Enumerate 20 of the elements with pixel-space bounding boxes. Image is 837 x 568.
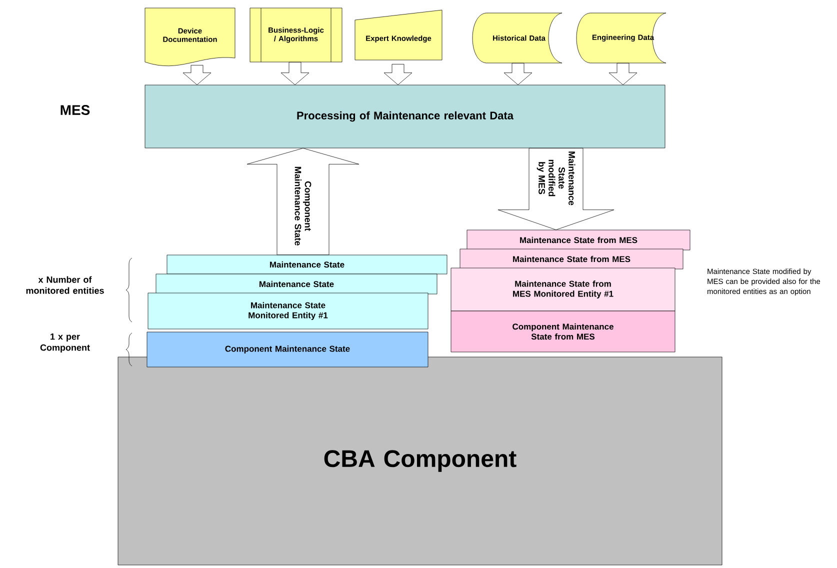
heading: MES bbox=[60, 105, 90, 115]
component-box: CBA Component bbox=[118, 356, 722, 566]
edge-label: Maintenance State modified by MES bbox=[536, 150, 576, 206]
block-arrow bbox=[280, 62, 310, 85]
state-box: Maintenance State from MES bbox=[460, 248, 684, 270]
block-arrow bbox=[504, 63, 532, 85]
annotation: 1 x per Component bbox=[40, 333, 90, 353]
state-box: Maintenance State from MES bbox=[466, 230, 690, 250]
state-box: Component Maintenance State bbox=[146, 332, 428, 368]
state-box: Maintenance State bbox=[166, 254, 448, 274]
process-box: Processing of Maintenance relevant Data bbox=[144, 84, 666, 148]
block-arrow bbox=[182, 65, 212, 85]
edge-label: Component Maintenance State bbox=[294, 161, 312, 251]
block-arrow bbox=[608, 63, 638, 85]
state-box: Component Maintenance State from MES bbox=[450, 310, 676, 352]
annotation: x Number of monitored entities bbox=[26, 276, 104, 294]
state-box: Maintenance State bbox=[156, 274, 438, 294]
state-box: Maintenance State from MES Monitored Entity #1 bbox=[450, 268, 676, 312]
state-box: Maintenance State Monitored Entity #1 bbox=[148, 292, 428, 330]
block-arrow bbox=[384, 64, 412, 85]
